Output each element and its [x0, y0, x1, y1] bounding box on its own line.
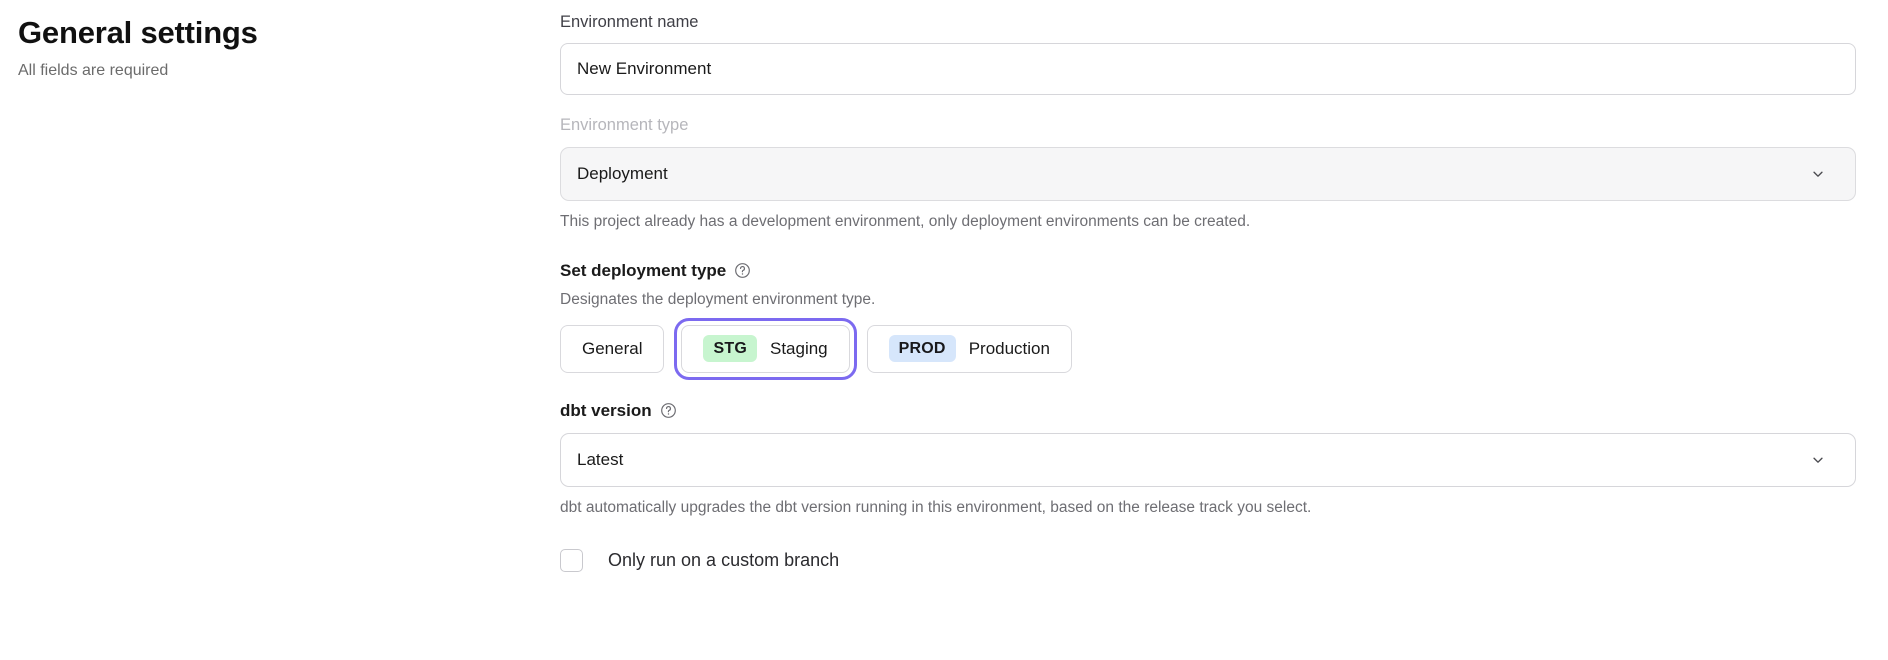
deployment-type-option-group: General STG Staging PROD Production — [560, 317, 1856, 380]
deployment-type-title: Set deployment type — [560, 260, 727, 280]
chevron-down-icon — [1811, 453, 1825, 467]
deployment-type-option-general-label: General — [582, 338, 643, 358]
dbt-version-helper: dbt automatically upgrades the dbt versi… — [560, 498, 1312, 516]
question-circle-icon[interactable] — [734, 262, 751, 279]
deployment-type-option-production-label: Production — [968, 338, 1050, 358]
deployment-type-heading: Set deployment type — [560, 261, 1856, 281]
custom-branch-row[interactable]: Only run on a custom branch — [560, 548, 1856, 572]
deployment-type-option-staging-label: Staging — [769, 338, 828, 358]
general-settings-form: Environment name New Environment Environ… — [560, 12, 1856, 572]
environment-type-value: Deployment — [577, 163, 668, 183]
question-circle-icon[interactable] — [660, 402, 677, 419]
dbt-version-heading: dbt version — [560, 401, 1856, 421]
field-dbt-version: dbt version Latest — [560, 401, 1856, 519]
production-badge: PROD — [888, 335, 956, 363]
dbt-version-select[interactable]: Latest — [560, 432, 1856, 487]
chevron-down-icon — [1811, 167, 1825, 181]
dbt-version-title: dbt version — [560, 400, 652, 420]
page-title: General settings — [18, 15, 258, 50]
environment-name-input[interactable]: New Environment — [560, 43, 1856, 96]
field-environment-name: Environment name New Environment — [560, 12, 1856, 96]
page-subtitle: All fields are required — [18, 61, 169, 79]
environment-type-label: Environment type — [560, 116, 689, 135]
custom-branch-label: Only run on a custom branch — [608, 549, 840, 570]
staging-badge: STG — [703, 335, 757, 363]
field-environment-type: Environment type Deployment This project… — [560, 115, 1856, 232]
environment-type-select[interactable]: Deployment — [560, 146, 1856, 201]
settings-intro: General settings All fields are required — [18, 14, 518, 82]
deployment-type-description: Designates the deployment environment ty… — [560, 290, 876, 308]
environment-type-helper: This project already has a development e… — [560, 212, 1251, 230]
environment-name-label: Environment name — [560, 13, 699, 31]
dbt-version-value: Latest — [577, 449, 624, 469]
custom-branch-checkbox[interactable] — [560, 548, 583, 572]
deployment-type-option-production[interactable]: PROD Production — [866, 324, 1072, 373]
deployment-type-option-general[interactable]: General — [560, 324, 665, 373]
deployment-type-option-staging[interactable]: STG Staging — [674, 317, 857, 380]
field-deployment-type: Set deployment type Designates the deplo… — [560, 261, 1856, 380]
